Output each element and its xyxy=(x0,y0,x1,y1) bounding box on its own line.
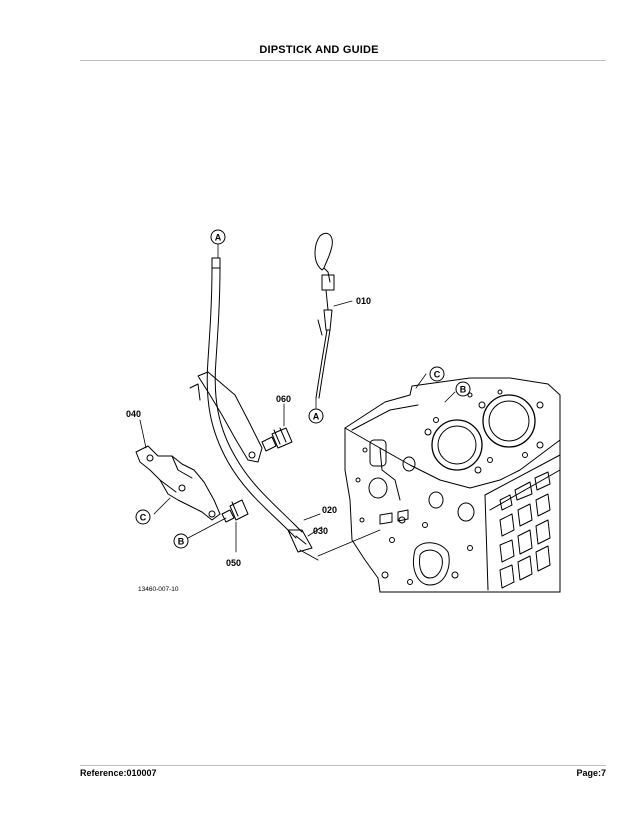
callout-c-bracket: C xyxy=(140,513,147,523)
footer-divider xyxy=(80,765,606,766)
bolt-060 xyxy=(261,427,293,452)
callout-c-engine: C xyxy=(434,370,441,380)
page-title: DIPSTICK AND GUIDE xyxy=(259,44,379,56)
callout-circles xyxy=(135,229,471,549)
lower-bracket xyxy=(135,445,221,521)
callout-a-top: A xyxy=(215,233,222,243)
bolt-050 xyxy=(221,499,249,523)
callout-letters: A A C B C B xyxy=(140,233,467,547)
part-label-050: 050 xyxy=(226,558,241,568)
leader-lines xyxy=(139,243,456,553)
engine-block xyxy=(344,377,561,593)
drawing-code: 13460-007-10 xyxy=(138,586,179,593)
dipstick xyxy=(314,232,335,399)
part-label-020: 020 xyxy=(322,505,337,515)
reference-label: Reference:010007 xyxy=(80,768,157,778)
dipstick-guide-tube xyxy=(206,257,381,561)
callout-b-bracket: B xyxy=(178,537,185,547)
part-label-010: 010 xyxy=(356,296,371,306)
part-labels: 010 020 030 040 050 060 xyxy=(126,296,371,568)
callout-b-engine: B xyxy=(460,385,467,395)
part-label-040: 040 xyxy=(126,409,141,419)
page-number: Page:7 xyxy=(576,768,606,778)
upper-bracket xyxy=(189,371,263,463)
callout-a-dipstick: A xyxy=(313,412,320,422)
part-label-030: 030 xyxy=(313,526,328,536)
header-divider xyxy=(80,60,606,61)
part-label-060: 060 xyxy=(276,394,291,404)
